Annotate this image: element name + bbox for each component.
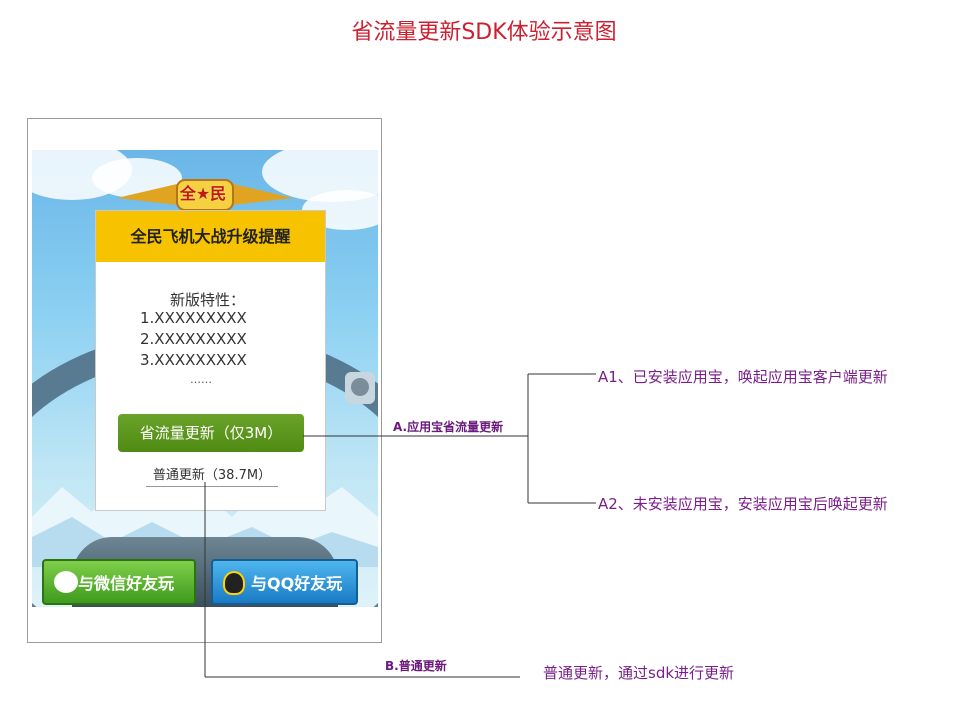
feature-item: 3.XXXXXXXXX — [140, 351, 247, 369]
annotation-label-a: A.应用宝省流量更新 — [393, 420, 504, 434]
features-ellipsis: …… — [190, 373, 212, 386]
annotation-note-a1: A1、已安装应用宝，唤起应用宝客户端更新 — [598, 368, 888, 386]
qq-icon — [223, 571, 245, 595]
feature-item: 2.XXXXXXXXX — [140, 330, 247, 348]
normal-update-button[interactable]: 普通更新（38.7M） — [146, 464, 278, 487]
page-title: 省流量更新SDK体验示意图 — [351, 20, 617, 45]
share-wechat-button[interactable]: 与微信好友玩 — [42, 559, 196, 605]
share-wechat-label: 与微信好友玩 — [78, 574, 175, 593]
save-data-update-button[interactable]: 省流量更新（仅3M） — [118, 414, 304, 452]
wechat-icon — [54, 571, 78, 593]
annotation-note-b: 普通更新，通过sdk进行更新 — [543, 664, 735, 682]
annotation-note-a2: A2、未安装应用宝，安装应用宝后唤起更新 — [598, 495, 888, 513]
share-qq-button[interactable]: 与QQ好友玩 — [211, 559, 358, 605]
features-heading: 新版特性： — [170, 291, 246, 309]
dialog-title: 全民飞机大战升级提醒 — [96, 211, 325, 262]
annotation-label-b: B.普通更新 — [385, 659, 447, 673]
update-dialog: 全民飞机大战升级提醒 新版特性： 1.XXXXXXXXX 2.XXXXXXXXX… — [95, 210, 326, 511]
side-badge-icon — [345, 372, 375, 404]
game-logo-wings — [117, 179, 293, 211]
game-logo: 全★民 — [179, 184, 227, 203]
feature-item: 1.XXXXXXXXX — [140, 309, 247, 327]
share-qq-label: 与QQ好友玩 — [251, 574, 343, 593]
